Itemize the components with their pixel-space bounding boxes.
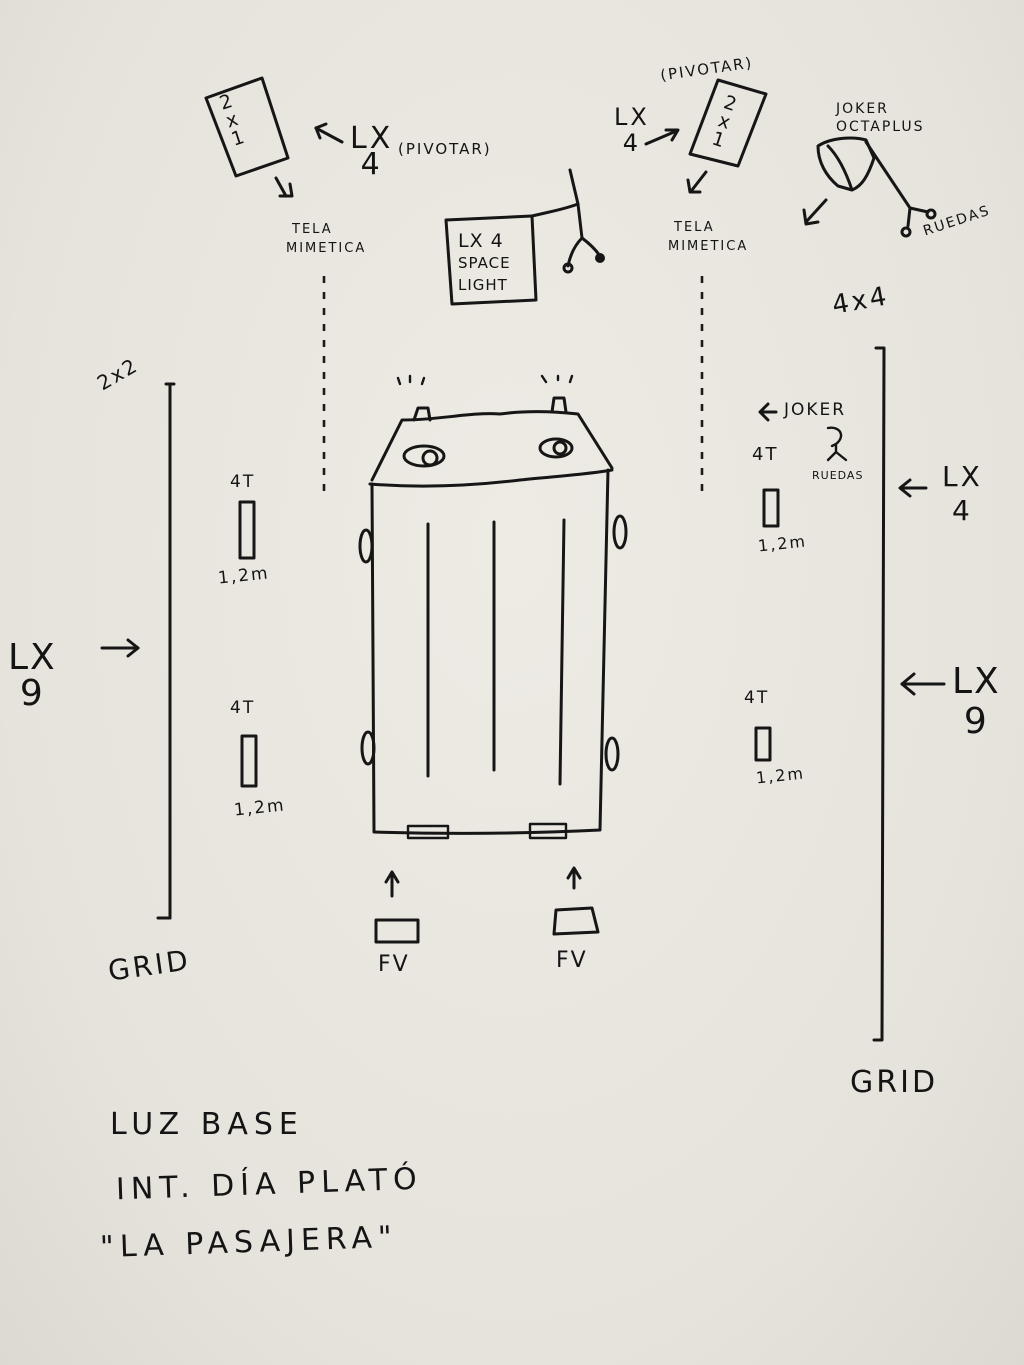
arrow-lx4-right-icon bbox=[898, 478, 928, 498]
fv-fixture-left-icon bbox=[374, 918, 420, 944]
tube-light-left-1-icon bbox=[238, 500, 256, 560]
lamp-lx4-top-left-line1: LX bbox=[350, 121, 394, 156]
arrow-octaplus-icon bbox=[802, 198, 828, 226]
space-light-icon bbox=[444, 168, 605, 306]
arrow-joker-right-icon bbox=[758, 402, 778, 422]
pivotar-note-left: (PIVOTAR) bbox=[398, 140, 492, 158]
fabric-right-line2: MIMETICA bbox=[668, 239, 749, 254]
tube-right-2-type: 4T bbox=[744, 688, 770, 708]
grid-bar-left-icon bbox=[156, 382, 176, 920]
fv-label-left: FV bbox=[378, 952, 410, 977]
lamp-lx9-right-line2: 9 bbox=[963, 701, 989, 742]
space-light-label: LX 4 SPACE LIGHT bbox=[458, 230, 511, 296]
wheels-label-right: RUEDAS bbox=[812, 469, 864, 482]
lamp-lx9-right: LX 9 bbox=[952, 662, 1001, 742]
tube-light-left-2-icon bbox=[240, 734, 258, 788]
frame-2x1-left-icon bbox=[204, 76, 290, 178]
joker-octaplus-line2: OCTAPLUS bbox=[836, 119, 925, 135]
fabric-label-left: TELA MIMETICA bbox=[286, 220, 366, 258]
arrow-fv-right-icon bbox=[566, 866, 582, 890]
lamp-lx4-top-left-line2: 4 bbox=[360, 147, 383, 182]
frame-2x1-right-icon bbox=[688, 78, 768, 168]
tube-left-2-type: 4T bbox=[230, 698, 256, 718]
lamp-lx4-top-right-line1: LX bbox=[614, 103, 650, 131]
grid-bar-right-icon bbox=[872, 346, 886, 1042]
arrow-lx9-right-icon bbox=[900, 672, 946, 696]
lamp-lx4-right-line1: LX bbox=[942, 460, 983, 493]
lamp-lx9-left-line2: 9 bbox=[19, 673, 45, 714]
octaplus-softbox-icon bbox=[816, 136, 937, 238]
lamp-lx4-right-line2: 4 bbox=[951, 494, 973, 527]
lamp-lx4-right: LX 4 bbox=[942, 460, 983, 528]
wheels-icon bbox=[826, 426, 848, 462]
lamp-lx9-left: LX 9 bbox=[8, 640, 57, 712]
lamp-lx4-top-right: LX 4 bbox=[614, 104, 650, 156]
tube-right-1-type: 4T bbox=[752, 444, 779, 465]
arrow-lx4-to-frame-right-icon bbox=[644, 128, 680, 146]
space-light-line3: LIGHT bbox=[458, 276, 508, 294]
fv-label-right: FV bbox=[556, 948, 588, 973]
lamp-lx9-right-line1: LX bbox=[952, 661, 1001, 702]
fabric-label-right: TELA MIMETICA bbox=[668, 218, 748, 256]
space-light-line2: SPACE bbox=[458, 254, 511, 272]
car-top-view-icon bbox=[358, 374, 628, 840]
tube-light-right-2-icon bbox=[754, 726, 772, 762]
arrow-lx9-left-icon bbox=[100, 638, 140, 658]
fabric-right-line1: TELA bbox=[674, 220, 715, 235]
lamp-lx9-left-line1: LX bbox=[8, 637, 57, 678]
space-light-line1: LX 4 bbox=[458, 230, 504, 252]
arrow-fv-left-icon bbox=[384, 870, 400, 898]
grid-label-right: GRID bbox=[850, 1065, 939, 1100]
arrow-lx4-to-frame-left-icon bbox=[314, 122, 344, 144]
title-line-1: LUZ BASE bbox=[110, 1107, 304, 1142]
tube-left-1-type: 4T bbox=[230, 472, 256, 492]
arrow-frame-to-fabric-right-icon bbox=[686, 170, 708, 194]
fabric-left-line2: MIMETICA bbox=[286, 241, 367, 256]
fabric-left-line1: TELA bbox=[292, 222, 333, 237]
lamp-lx4-top-left: LX 4 bbox=[350, 121, 394, 182]
arrow-frame-to-fabric-left-icon bbox=[274, 176, 294, 198]
fv-fixture-right-icon bbox=[552, 906, 600, 936]
lamp-lx4-top-right-line2: 4 bbox=[622, 129, 642, 157]
joker-label-right: JOKER bbox=[784, 400, 847, 420]
tube-light-right-1-icon bbox=[762, 488, 780, 528]
joker-octaplus-label: JOKER OCTAPLUS bbox=[836, 100, 925, 136]
joker-octaplus-line1: JOKER bbox=[836, 101, 889, 117]
